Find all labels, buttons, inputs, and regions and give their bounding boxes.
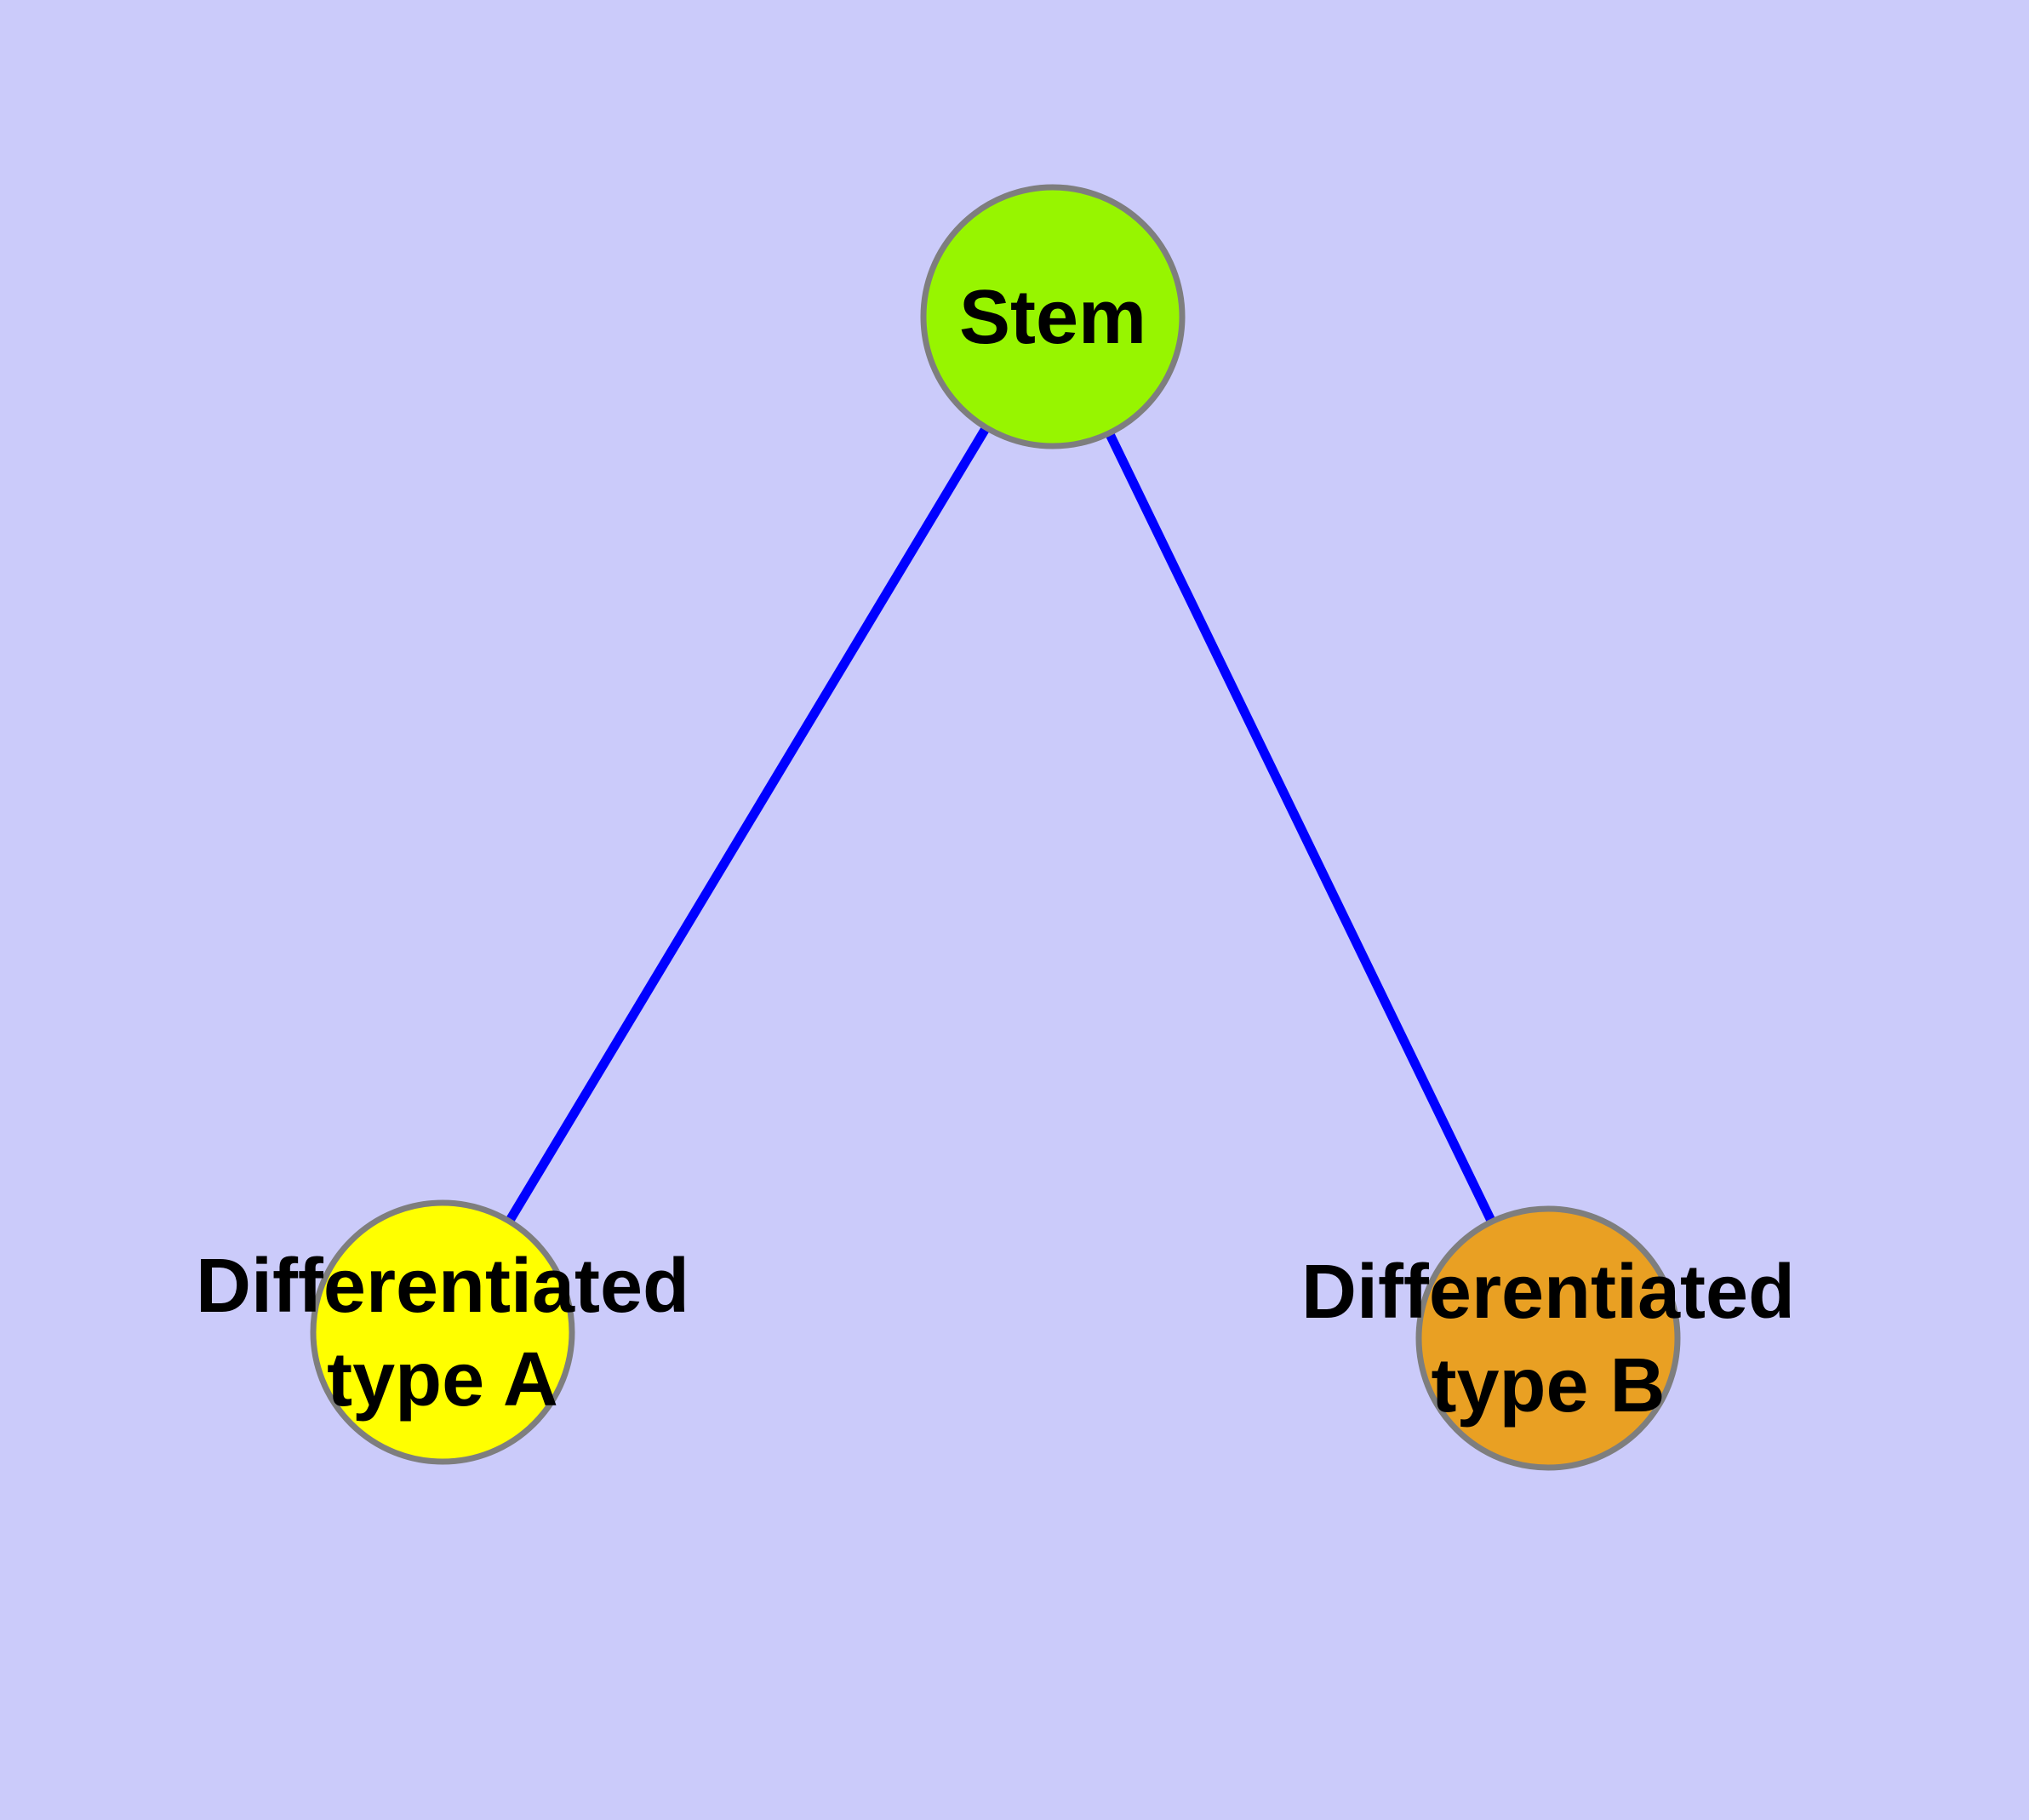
stem-node-label: Stem	[959, 275, 1146, 360]
node-differentiated-type-a: Differentiated type A	[196, 1199, 689, 1465]
type-b-node-circle	[1415, 1205, 1681, 1471]
type-a-node-circle	[310, 1199, 575, 1465]
type-a-node-label-line1: Differentiated	[196, 1244, 689, 1329]
type-a-node-label-line2: type A	[327, 1337, 558, 1422]
edge-stem-to-type-a	[438, 314, 1057, 1335]
edge-stem-to-type-b	[1049, 314, 1552, 1341]
type-b-node-label-line1: Differentiated	[1301, 1250, 1795, 1335]
stem-node-circle	[920, 184, 1186, 449]
node-stem: Stem	[920, 184, 1186, 449]
type-b-node-label-line2: type B	[1431, 1343, 1665, 1428]
node-differentiated-type-b: Differentiated type B	[1301, 1205, 1795, 1471]
